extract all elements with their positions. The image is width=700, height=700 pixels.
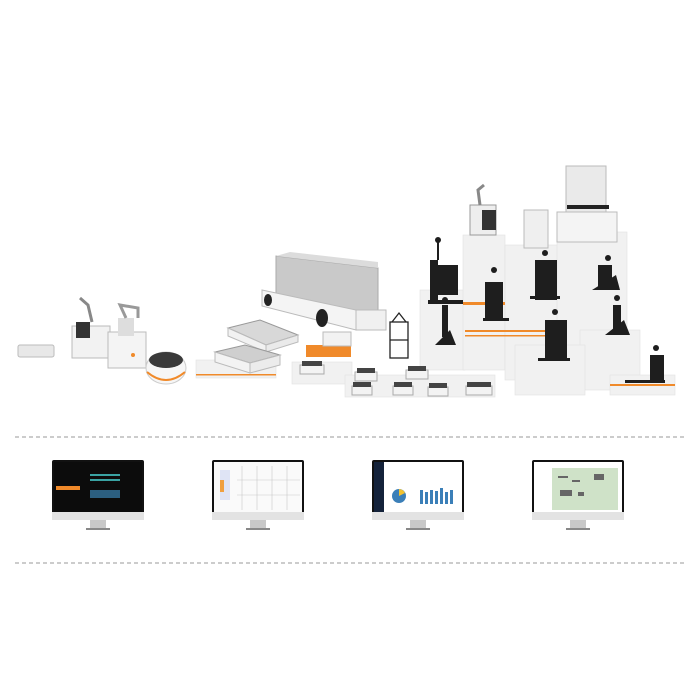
lifting-agv bbox=[322, 331, 352, 347]
jacking-agv bbox=[226, 319, 300, 353]
analytics-monitor bbox=[372, 460, 464, 530]
shelf-robot-frame bbox=[389, 311, 409, 359]
map-editor-monitor bbox=[212, 460, 304, 530]
collaborative-robot bbox=[469, 183, 497, 236]
mobile-manipulator bbox=[107, 303, 147, 369]
orange-accent-stripes bbox=[196, 302, 675, 386]
pallet-stacker-forklifts bbox=[428, 237, 665, 383]
schematic-monitor bbox=[532, 460, 624, 530]
flat-agv bbox=[213, 344, 282, 374]
container-transport-agv bbox=[261, 252, 387, 331]
tall-storage-unit bbox=[523, 209, 549, 249]
robot-arm-mobile-base bbox=[71, 296, 111, 359]
small-robot-module bbox=[17, 344, 55, 358]
pedestal-steps bbox=[195, 231, 676, 398]
round-cleaning-robot bbox=[145, 351, 187, 385]
shelf-storage-robot bbox=[556, 165, 618, 243]
autonomous-mobile-robots bbox=[299, 361, 493, 397]
dark-dashboard-monitor bbox=[52, 460, 144, 530]
